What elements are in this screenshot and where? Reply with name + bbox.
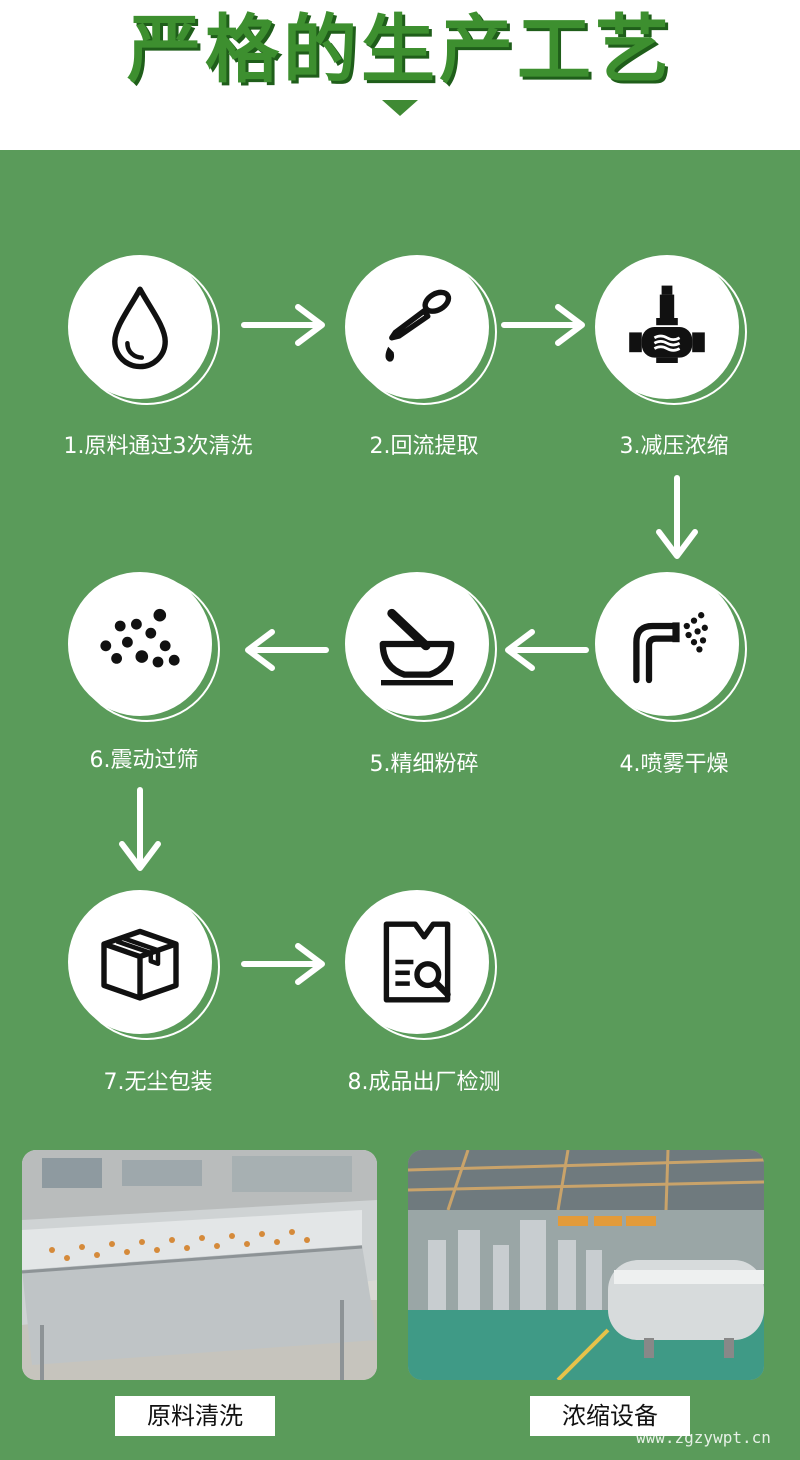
arrow-left-icon xyxy=(500,628,590,672)
step-3-circle xyxy=(595,255,747,405)
step-7-label: 7.无尘包装 xyxy=(103,1070,213,1095)
arrow-right-icon xyxy=(240,942,330,986)
step-6-circle xyxy=(68,572,220,722)
photo-label-concentration: 浓缩设备 xyxy=(530,1396,690,1436)
arrow-down-icon xyxy=(118,786,162,876)
step-5-label: 5.精细粉碎 xyxy=(369,752,479,777)
dropper-icon xyxy=(385,289,452,362)
arrow-right-icon xyxy=(500,303,590,347)
step-7-circle xyxy=(68,890,220,1040)
step-1-circle xyxy=(68,255,220,405)
step-5-circle xyxy=(345,572,497,722)
arrow-down-icon xyxy=(655,474,699,564)
step-4-label: 4.喷雾干燥 xyxy=(619,752,729,777)
package-box-icon xyxy=(101,928,179,1001)
concentration-equipment-photo xyxy=(408,1150,764,1380)
washing-equipment-photo xyxy=(22,1150,377,1380)
inspection-report-icon xyxy=(383,921,451,1003)
step-6-label: 6.震动过筛 xyxy=(89,748,199,773)
step-4-circle xyxy=(595,572,747,722)
arrow-left-icon xyxy=(240,628,330,672)
down-triangle-icon xyxy=(382,100,418,116)
spray-nozzle-icon xyxy=(633,612,708,684)
header: 严格的生产工艺 xyxy=(0,0,800,150)
arrow-right-icon xyxy=(240,303,330,347)
step-8-label: 8.成品出厂检测 xyxy=(347,1070,501,1095)
photo-label-washing: 原料清洗 xyxy=(115,1396,275,1436)
valve-icon xyxy=(629,285,705,363)
watermark: www.zgzywpt.cn xyxy=(636,1428,771,1447)
step-1-label: 1.原料通过3次清洗 xyxy=(63,434,253,459)
page-title: 严格的生产工艺 xyxy=(127,7,673,93)
water-drop-icon xyxy=(112,286,168,370)
particles-icon xyxy=(100,608,180,668)
mortar-pestle-icon xyxy=(379,608,455,686)
step-2-label: 2.回流提取 xyxy=(369,434,479,459)
step-8-circle xyxy=(345,890,497,1040)
step-3-label: 3.减压浓缩 xyxy=(619,434,729,459)
step-2-circle xyxy=(345,255,497,405)
